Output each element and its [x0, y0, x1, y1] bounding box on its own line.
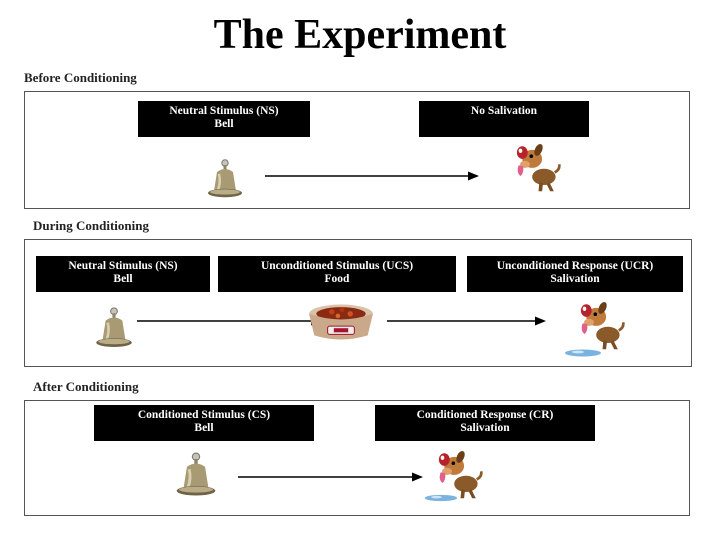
bell-icon [91, 306, 137, 352]
before-conditioning-panel: Neutral Stimulus (NS) Bell No Salivation [24, 91, 690, 209]
during-conditioning-panel: Neutral Stimulus (NS) Bell Unconditioned… [24, 239, 692, 367]
food-bowl-icon [305, 298, 377, 344]
after-cr-sublabel: Salivation [460, 422, 510, 434]
during-ns-label: Neutral Stimulus (NS) [68, 260, 178, 272]
arrow-right-icon [238, 472, 423, 482]
before-ns-sublabel: Bell [214, 118, 234, 130]
during-ucs-box: Unconditioned Stimulus (UCS) Food [218, 256, 456, 292]
after-conditioning-panel: Conditioned Stimulus (CS) Bell Condition… [24, 400, 690, 516]
bell-icon [203, 158, 247, 202]
after-cs-label: Conditioned Stimulus (CS) [137, 409, 271, 421]
before-response-box: No Salivation [419, 101, 589, 137]
bell-icon [171, 451, 221, 501]
before-ns-box: Neutral Stimulus (NS) Bell [138, 101, 310, 137]
during-ns-box: Neutral Stimulus (NS) Bell [36, 256, 210, 292]
before-ns-label: Neutral Stimulus (NS) [169, 105, 279, 117]
during-conditioning-label: During Conditioning [33, 218, 149, 233]
during-ucr-sublabel: Salivation [550, 273, 600, 285]
drool-puddle-icon [423, 493, 459, 503]
page-title: The Experiment [213, 12, 507, 58]
after-cs-box: Conditioned Stimulus (CS) Bell [94, 405, 314, 441]
before-conditioning-label: Before Conditioning [24, 70, 137, 85]
during-ns-sublabel: Bell [113, 273, 133, 285]
arrow-right-icon [137, 316, 322, 326]
during-ucs-label: Unconditioned Stimulus (UCS) [260, 260, 414, 272]
after-conditioning-label: After Conditioning [33, 379, 139, 394]
dog-icon [507, 140, 561, 194]
after-cs-sublabel: Bell [194, 422, 214, 434]
arrow-right-icon [265, 171, 479, 181]
during-ucr-box: Unconditioned Response (UCR) Salivation [467, 256, 683, 292]
before-response-label: No Salivation [470, 105, 538, 117]
drool-puddle-icon [563, 348, 603, 358]
during-ucr-label: Unconditioned Response (UCR) [496, 260, 654, 272]
after-cr-box: Conditioned Response (CR) Salivation [375, 405, 595, 441]
after-cr-label: Conditioned Response (CR) [416, 409, 554, 421]
dog-icon [571, 298, 625, 352]
arrow-right-icon [387, 316, 546, 326]
during-ucs-sublabel: Food [324, 273, 350, 285]
